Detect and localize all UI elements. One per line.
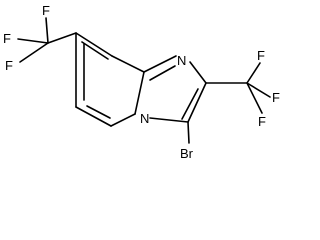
bond xyxy=(19,42,49,63)
atom-label-fluorine: F xyxy=(272,90,280,105)
pyridine-ring xyxy=(75,32,145,127)
bond xyxy=(17,38,49,44)
atom-label-fluorine: F xyxy=(258,114,266,129)
left-trifluoromethyl-group xyxy=(17,17,77,63)
atom-label-bromine: Br xyxy=(180,146,194,161)
bond xyxy=(143,55,177,73)
bond xyxy=(111,55,145,73)
double-bond-inner xyxy=(86,105,111,119)
atom-label-nitrogen: N xyxy=(140,111,149,126)
atom-label-fluorine: F xyxy=(257,48,265,63)
bond xyxy=(149,65,176,81)
bond xyxy=(246,62,261,84)
bond xyxy=(110,113,136,127)
bond xyxy=(45,17,49,44)
atom-label-nitrogen: N xyxy=(177,53,186,68)
bond xyxy=(246,82,263,114)
double-bond-inner xyxy=(81,41,109,60)
bond xyxy=(47,32,77,44)
bond xyxy=(134,71,145,115)
bond xyxy=(246,82,271,98)
right-trifluoromethyl-group xyxy=(205,62,271,114)
bond xyxy=(181,88,199,120)
bond xyxy=(189,61,207,84)
chemical-structure: F F F N N F F F Br xyxy=(3,3,280,161)
bond xyxy=(187,82,207,123)
imidazole-ring xyxy=(143,55,207,123)
atom-label-fluorine: F xyxy=(5,58,13,73)
carbon-bromine-bond xyxy=(187,121,190,144)
atom-label-fluorine: F xyxy=(3,31,11,46)
bond xyxy=(75,32,113,57)
atom-label-fluorine: F xyxy=(42,3,50,18)
bond xyxy=(149,117,189,123)
bond xyxy=(75,106,112,127)
